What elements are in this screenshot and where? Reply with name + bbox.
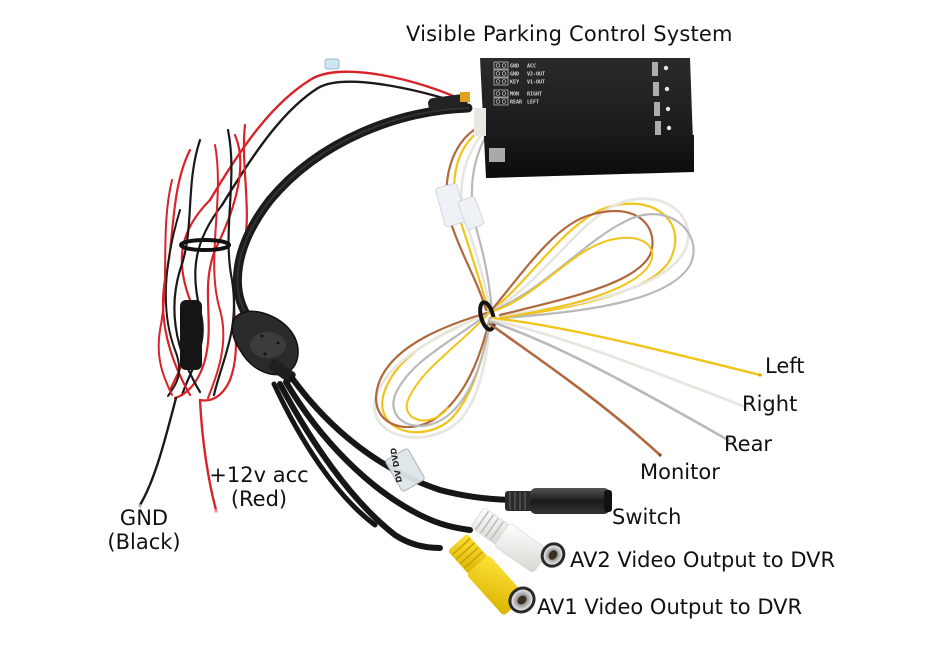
black-wire-lead [220, 80, 464, 207]
panel-label-left: MON [510, 92, 519, 98]
branch-cables [271, 375, 521, 551]
box-panel-labels: GND ACC GND V2-OUT KEY V1-OUT MON RIGHT REAR LEFT [493, 61, 545, 106]
control-box: GND ACC GND V2-OUT KEY V1-OUT MON RIGHT REAR LEFT [474, 58, 694, 178]
switch-cable [289, 375, 521, 503]
panel-label-left: GND [510, 72, 519, 78]
panel-label-right: V2-OUT [527, 72, 545, 78]
label-acc-line1: +12v acc [209, 463, 309, 487]
label-gnd-line1: GND [119, 506, 169, 530]
panel-pin-row: KEY V1-OUT [493, 77, 545, 86]
red-wire-lead [208, 70, 464, 202]
panel-label-right: LEFT [527, 100, 539, 106]
label-right: Right [742, 392, 798, 416]
gnd-black-end [138, 396, 178, 507]
label-switch: Switch [612, 505, 682, 529]
signal-wire-bundle [373, 128, 762, 457]
label-monitor: Monitor [640, 460, 720, 484]
av1-cable [277, 381, 443, 551]
acc-red-end [198, 398, 218, 512]
av2-cable [283, 379, 473, 533]
heat-shrink [428, 93, 468, 111]
av1-rca-connector [448, 534, 536, 615]
main-black-cable [233, 92, 473, 325]
panel-label-left: GND [510, 64, 519, 70]
label-acc: +12v acc (Red) [200, 465, 318, 510]
panel-pin-row: GND V2-OUT [493, 69, 545, 78]
diagram-title: Visible Parking Control System [406, 22, 733, 46]
box-indicator-leds [652, 62, 672, 135]
label-av1: AV1 Video Output to DVR [537, 595, 803, 619]
label-av2: AV2 Video Output to DVR [570, 548, 836, 572]
label-gnd: GND (Black) [100, 508, 188, 553]
right-wire-tail [490, 318, 750, 410]
cable-tie [179, 238, 231, 252]
label-left: Left [765, 354, 805, 378]
label-rear: Rear [724, 432, 773, 456]
panel-label-left: KEY [510, 80, 519, 86]
label-acc-line2: (Red) [230, 487, 288, 511]
cable-splitter [231, 310, 299, 383]
panel-pin-row: GND ACC [493, 61, 536, 70]
panel-label-right: ACC [527, 64, 536, 70]
cable-tie [478, 300, 496, 332]
panel-label-right: V1-OUT [527, 80, 545, 86]
panel-label-right: RIGHT [527, 92, 542, 98]
wire-label-sleeve [457, 196, 485, 230]
box-sticker [489, 148, 505, 162]
panel-pin-row: REAR LEFT [493, 97, 539, 106]
left-wire-tail [490, 316, 762, 377]
panel-pin-row: MON RIGHT [493, 89, 542, 98]
panel-label-left: REAR [510, 100, 523, 106]
switch-connector [505, 488, 612, 514]
inline-fuse-holder [180, 300, 202, 370]
rear-wire-tail [490, 320, 730, 442]
monitor-wire-tail [488, 322, 662, 457]
power-wire-bundle [138, 58, 464, 513]
av2-rca-connector [471, 508, 566, 572]
label-gnd-line2: (Black) [107, 530, 181, 554]
wire-clip [324, 58, 340, 70]
cable-tag: DV DVD [385, 447, 425, 492]
